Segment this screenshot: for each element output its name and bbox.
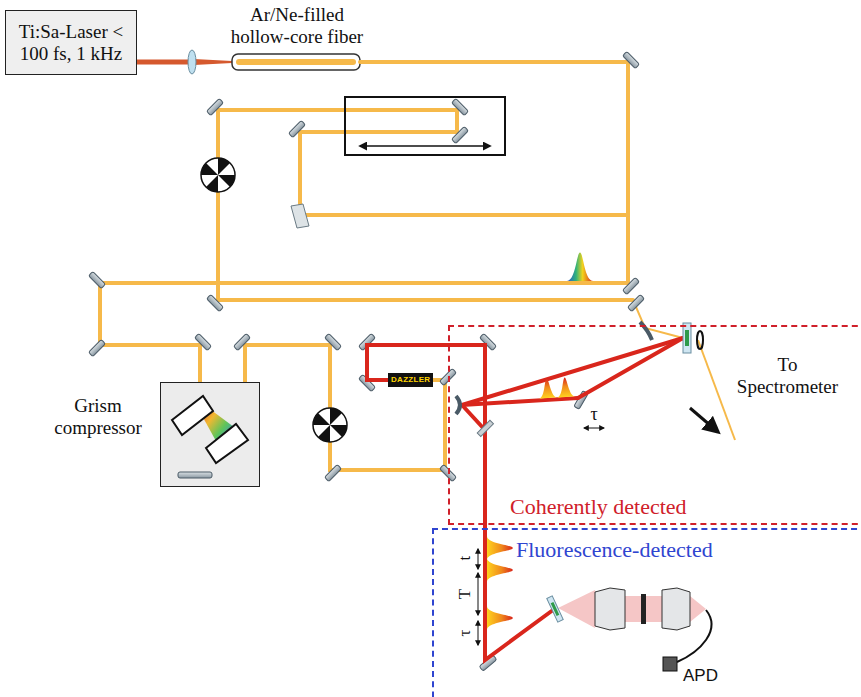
mirror (325, 334, 342, 351)
region-label: Fluorescence-detected (514, 538, 715, 562)
pulse (487, 536, 513, 560)
mirror (207, 295, 224, 312)
grism-compressor (172, 396, 213, 435)
beam-path (100, 62, 628, 395)
delay-label: τ (587, 404, 601, 424)
grism-compressor-box: Grism compressor (160, 382, 260, 487)
curved-mirror (456, 396, 460, 414)
probe-beam (633, 300, 683, 338)
aperture (697, 331, 703, 349)
sample (685, 330, 689, 346)
laser-beam (194, 59, 232, 65)
coherent-region: Coherently detected (448, 325, 861, 525)
device-label: DAZZLER (391, 375, 430, 385)
hollow-core-fiber (236, 59, 356, 65)
beam-splitter (477, 420, 493, 436)
laser-label: Ti:Sa-Laser < 100 fs, 1 kHz (10, 21, 132, 65)
hollow-core-fiber (232, 54, 360, 70)
part-label: Ar/Ne-filled hollow-core fiber (222, 4, 372, 48)
delay-stage (345, 97, 505, 155)
part-label: To Spectrometer (730, 354, 845, 398)
mirror (452, 127, 469, 144)
grism-compressor (160, 382, 260, 487)
probe-beam (698, 340, 735, 440)
mirror (480, 334, 497, 351)
beam-path (218, 110, 633, 300)
mirror (628, 295, 645, 312)
objective-lens (595, 588, 625, 630)
delay-arrow (478, 549, 479, 569)
shaped-beam (462, 405, 485, 430)
chopper-wheel (313, 408, 347, 442)
delay-arrow (478, 549, 479, 645)
shaped-beam (462, 338, 683, 405)
region-label: Coherently detected (508, 495, 689, 519)
sample-cell (683, 323, 691, 353)
pulse (556, 377, 575, 398)
fluorescence-light (558, 590, 595, 628)
shaped-beam (578, 338, 683, 398)
part-label: Grism compressor (43, 395, 153, 439)
optical-fiber (677, 610, 711, 662)
fluorescence-region: Fluorescence-detected (432, 528, 861, 697)
pulse (538, 378, 557, 399)
mirror (89, 272, 106, 289)
beam-path (245, 345, 445, 470)
mirror (289, 121, 306, 138)
beam-path (218, 110, 628, 215)
dazzler-box: DAZZLER (388, 373, 433, 387)
fluorescence-light (690, 596, 706, 622)
apd-detector (663, 657, 677, 671)
output-arrow (690, 408, 718, 432)
laser-box: Ti:Sa-Laser < 100 fs, 1 kHz (5, 10, 137, 75)
sample (551, 602, 560, 616)
filter (641, 594, 646, 624)
mirror (623, 278, 640, 295)
mirror (452, 99, 469, 116)
mirror (89, 340, 106, 357)
lens (188, 50, 196, 74)
hollow-core-fiber (232, 54, 360, 70)
mirror (207, 99, 224, 116)
delay-arrow (478, 621, 479, 645)
mirror (325, 465, 342, 482)
laser-beam (137, 59, 232, 65)
grism-compressor (206, 424, 248, 463)
mirror (195, 334, 212, 351)
pulse (487, 606, 513, 630)
mirror (234, 334, 251, 351)
delay-label: τ (455, 626, 475, 640)
sample (547, 596, 563, 622)
delay-stage (360, 145, 490, 147)
grism-compressor (178, 472, 212, 478)
chopper-wheel (201, 158, 235, 192)
beam-splitter (291, 204, 309, 228)
grism-compressor (160, 382, 260, 487)
delay-arrow (478, 573, 479, 615)
delay-label: T (455, 587, 475, 601)
objective-lens (662, 588, 690, 630)
laser-beam (137, 60, 190, 65)
delay-arrow (584, 428, 604, 429)
mirror (623, 52, 640, 69)
mirror (89, 52, 645, 672)
pulse (487, 558, 513, 582)
detector-label: APD (683, 666, 733, 686)
delay-label: t (455, 551, 475, 565)
delay-stage (345, 97, 505, 155)
broadband-pulse (567, 252, 593, 281)
